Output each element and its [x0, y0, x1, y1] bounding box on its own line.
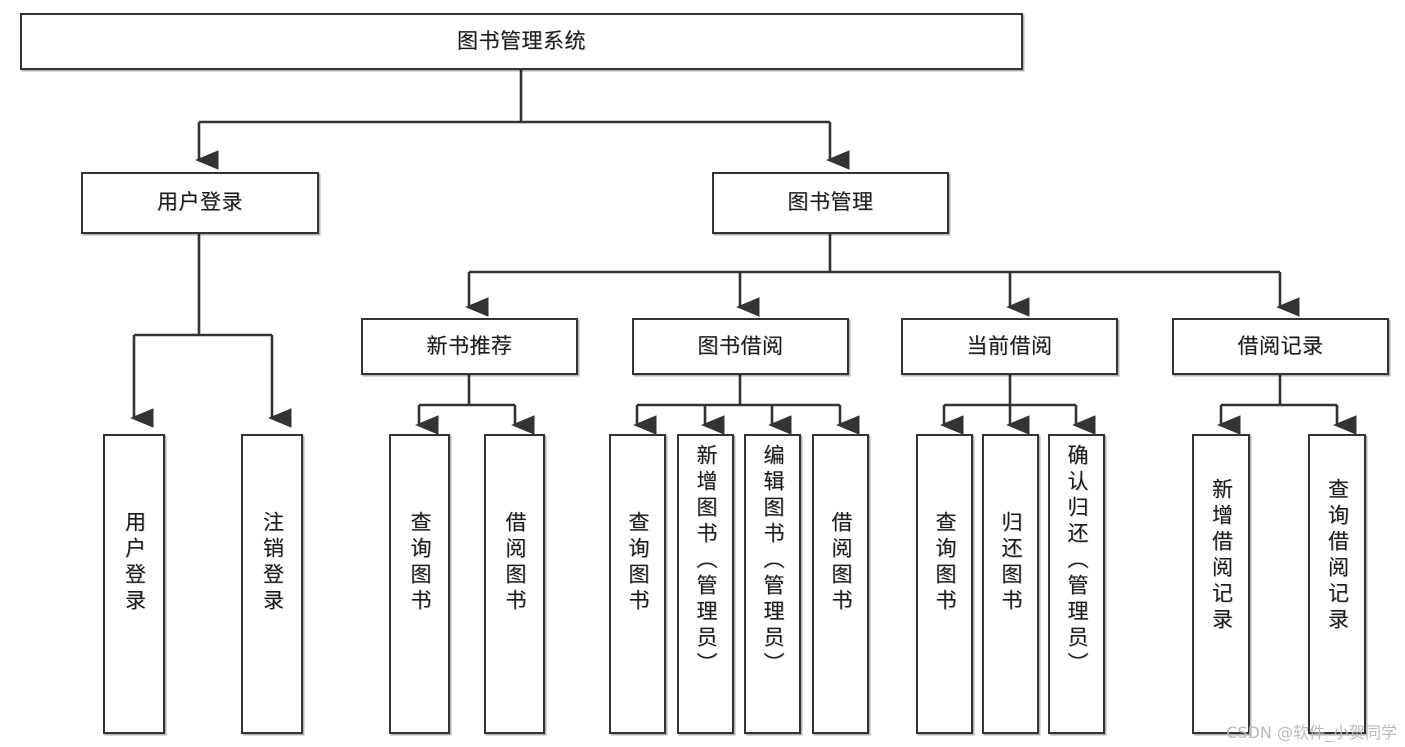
node-book-borrow[interactable]: 图书借阅	[632, 318, 849, 375]
node-root-book-management-system[interactable]: 图书管理系统	[20, 13, 1023, 70]
node-label: 新增借阅记录	[1209, 478, 1234, 634]
node-label: 借阅图书	[829, 511, 853, 615]
node-label: 归还图书	[999, 511, 1023, 615]
node-label: 借阅图书	[503, 511, 527, 615]
node-borrow-record[interactable]: 借阅记录	[1172, 318, 1389, 375]
node-current-borrow[interactable]: 当前借阅	[901, 318, 1118, 375]
node-label: 查询图书	[626, 511, 650, 615]
node-label: 编辑图书（管理员）	[761, 444, 785, 678]
node-label: 新增图书（管理员）	[694, 444, 718, 678]
node-label: 注销登录	[260, 511, 285, 615]
node-label: 用户登录	[157, 190, 243, 215]
leaf-record-add-borrow-record[interactable]: 新增借阅记录	[1192, 434, 1250, 734]
node-label: 新书推荐	[426, 333, 513, 358]
csdn-watermark: CSDN @软件_小贺同学	[1226, 723, 1397, 742]
leaf-new-book-borrow-book[interactable]: 借阅图书	[484, 434, 545, 734]
leaf-borrow-add-book-admin[interactable]: 新增图书（管理员）	[677, 434, 734, 734]
leaf-borrow-edit-book-admin[interactable]: 编辑图书（管理员）	[744, 434, 801, 734]
leaf-borrow-borrow-book[interactable]: 借阅图书	[812, 434, 869, 734]
node-label: 借阅记录	[1237, 333, 1324, 358]
leaf-current-confirm-return-admin[interactable]: 确认归还（管理员）	[1048, 434, 1105, 734]
node-label: 图书管理	[787, 190, 874, 215]
leaf-current-query-book[interactable]: 查询图书	[916, 434, 973, 734]
node-label: 查询图书	[933, 511, 957, 615]
node-book-management[interactable]: 图书管理	[712, 172, 949, 234]
node-label: 查询图书	[408, 511, 432, 615]
node-label: 确认归还（管理员）	[1065, 444, 1089, 678]
node-user-login[interactable]: 用户登录	[81, 172, 319, 234]
leaf-current-return-book[interactable]: 归还图书	[982, 434, 1039, 734]
leaf-user-login-logout[interactable]: 注销登录	[241, 434, 303, 734]
node-label: 当前借阅	[966, 333, 1053, 358]
leaf-user-login-login[interactable]: 用户登录	[103, 434, 165, 734]
node-label: 查询借阅记录	[1325, 478, 1350, 634]
node-new-book-recommend[interactable]: 新书推荐	[361, 318, 578, 375]
node-label: 图书借阅	[697, 333, 784, 358]
node-label: 图书管理系统	[457, 28, 586, 53]
leaf-record-query-borrow-record[interactable]: 查询借阅记录	[1308, 434, 1366, 734]
node-label: 用户登录	[122, 511, 147, 615]
leaf-borrow-query-book[interactable]: 查询图书	[609, 434, 666, 734]
leaf-new-book-query-book[interactable]: 查询图书	[389, 434, 450, 734]
